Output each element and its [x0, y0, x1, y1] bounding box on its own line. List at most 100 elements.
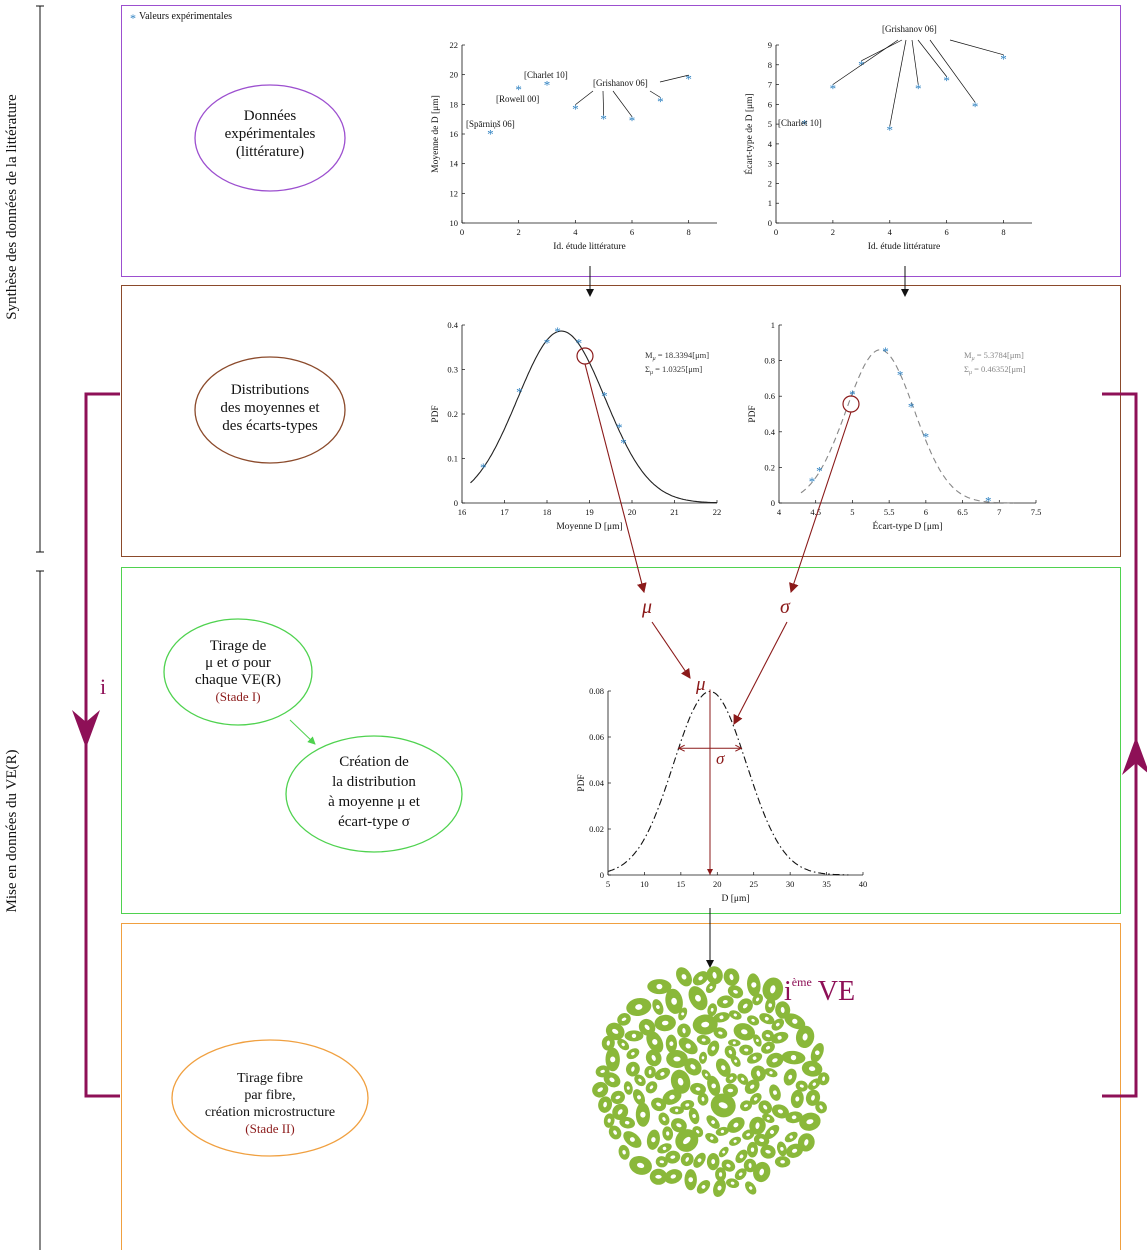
fiber-lumen	[649, 1085, 654, 1090]
annotation-leader	[861, 39, 903, 62]
fiber-lumen	[692, 1114, 696, 1118]
fiber-lumen	[777, 1109, 784, 1114]
data-point: *	[516, 384, 523, 399]
fiber-lumen	[780, 1007, 785, 1013]
fiber-lumen	[644, 1024, 650, 1031]
annotation-leader	[649, 90, 661, 98]
arrow-sigma-to-pdf	[733, 621, 788, 725]
fiber-lumen	[773, 1090, 777, 1095]
fiber-lumen	[626, 1086, 630, 1090]
annotation-sparnins: [Spārniņš 06]	[466, 119, 515, 130]
y-tick-label: 1	[768, 198, 772, 208]
fiber-lumen	[648, 1069, 652, 1075]
fiber-lumen	[697, 1158, 702, 1163]
y-tick-label: 1	[771, 320, 775, 330]
fiber-lumen	[677, 1077, 684, 1086]
x-axis-label: Id. étude littérature	[868, 242, 941, 252]
x-tick-label: 20	[628, 507, 637, 517]
fiber-lumen	[722, 1150, 726, 1154]
fiber-lumen	[613, 1130, 617, 1135]
arrow-draw-to-creation	[289, 719, 316, 745]
fiber-lumen	[734, 1059, 738, 1063]
x-tick-label: 6	[630, 227, 634, 237]
fiber-lumen	[739, 1154, 744, 1159]
fiber-lumen	[681, 974, 687, 980]
fiber-lumen	[607, 1118, 611, 1123]
y-tick-label: 2	[768, 178, 772, 188]
y-tick-label: 0.02	[589, 824, 604, 834]
data-point: *	[487, 127, 494, 142]
fiber-lumen	[701, 1097, 705, 1102]
y-tick-label: 9	[768, 40, 772, 50]
data-point: *	[480, 460, 487, 475]
y-tick-label: 22	[450, 40, 459, 50]
data-point: *	[515, 82, 522, 97]
x-tick-label: 8	[1001, 227, 1005, 237]
annotation-rowell: [Rowell 00]	[496, 94, 539, 104]
fiber-lumen	[728, 1050, 733, 1055]
x-tick-label: 8	[687, 227, 691, 237]
fiber-lumen	[744, 1048, 749, 1052]
sigma-arrow-left	[677, 744, 685, 752]
fiber-lumen	[670, 1155, 676, 1159]
fiber-lumen	[744, 1104, 748, 1108]
x-tick-label: 25	[749, 879, 758, 889]
fiber-lumen	[662, 1146, 667, 1151]
x-tick-label: 2	[517, 227, 521, 237]
fiber-lumen	[768, 1003, 773, 1008]
annotation-mean: Mμ = 18.3394[μm]	[645, 350, 709, 362]
fiber-lumen	[748, 1163, 752, 1168]
fiber-lumen	[696, 1129, 700, 1134]
x-tick-label: 4	[777, 507, 782, 517]
sigma-label-pdf: σ	[716, 749, 725, 768]
fiber-lumen	[690, 1064, 696, 1070]
fiber-lumen	[637, 1095, 641, 1100]
data-point: *	[972, 99, 979, 114]
fiber-lumen	[791, 1115, 797, 1120]
x-tick-label: 2	[831, 227, 835, 237]
fiber-lumen	[670, 1174, 677, 1179]
fiber-lumen	[764, 1016, 769, 1021]
x-tick-label: 16	[458, 507, 467, 517]
x-tick-label: 4	[573, 227, 578, 237]
fiber-lumen	[606, 1040, 610, 1046]
fiber-lumen	[719, 1015, 724, 1020]
y-tick-label: 0.8	[764, 356, 775, 366]
fiber-lumen	[685, 1103, 690, 1107]
fiber-lumen	[656, 1102, 662, 1107]
fiber-lumen	[685, 1157, 689, 1162]
fiber-lumen	[751, 982, 757, 988]
x-tick-label: 30	[786, 879, 795, 889]
data-point: *	[616, 420, 623, 435]
fiber-lumen	[742, 1003, 748, 1009]
loop-bracket-left	[84, 392, 120, 1098]
fiber-lumen	[652, 1039, 658, 1045]
mu-symbol: μ	[641, 596, 652, 618]
y-tick-label: 0.3	[447, 365, 458, 375]
fiber-lumen	[759, 1138, 765, 1142]
data-point: *	[887, 123, 894, 138]
fiber-lumen	[669, 1094, 675, 1100]
data-point: *	[657, 94, 664, 109]
legend-marker: *	[130, 11, 136, 25]
fiber-lumen	[775, 1022, 780, 1027]
x-tick-label: 40	[859, 879, 868, 889]
fiber-lumen	[711, 1159, 716, 1165]
y-tick-label: 10	[450, 218, 459, 228]
data-point: *	[943, 73, 950, 88]
x-tick-label: 6	[945, 227, 949, 237]
x-tick-label: 20	[713, 879, 722, 889]
fiber-lumen	[710, 1007, 714, 1012]
fiber-lumen	[799, 1084, 804, 1088]
data-point: *	[1000, 51, 1007, 66]
x-tick-label: 5.5	[884, 507, 895, 517]
arrow-to-sigma	[789, 411, 852, 594]
fiber-lumen	[600, 1069, 605, 1073]
y-axis-label: PDF	[748, 405, 758, 422]
y-tick-label: 20	[450, 70, 459, 80]
y-tick-label: 0.6	[764, 391, 775, 401]
